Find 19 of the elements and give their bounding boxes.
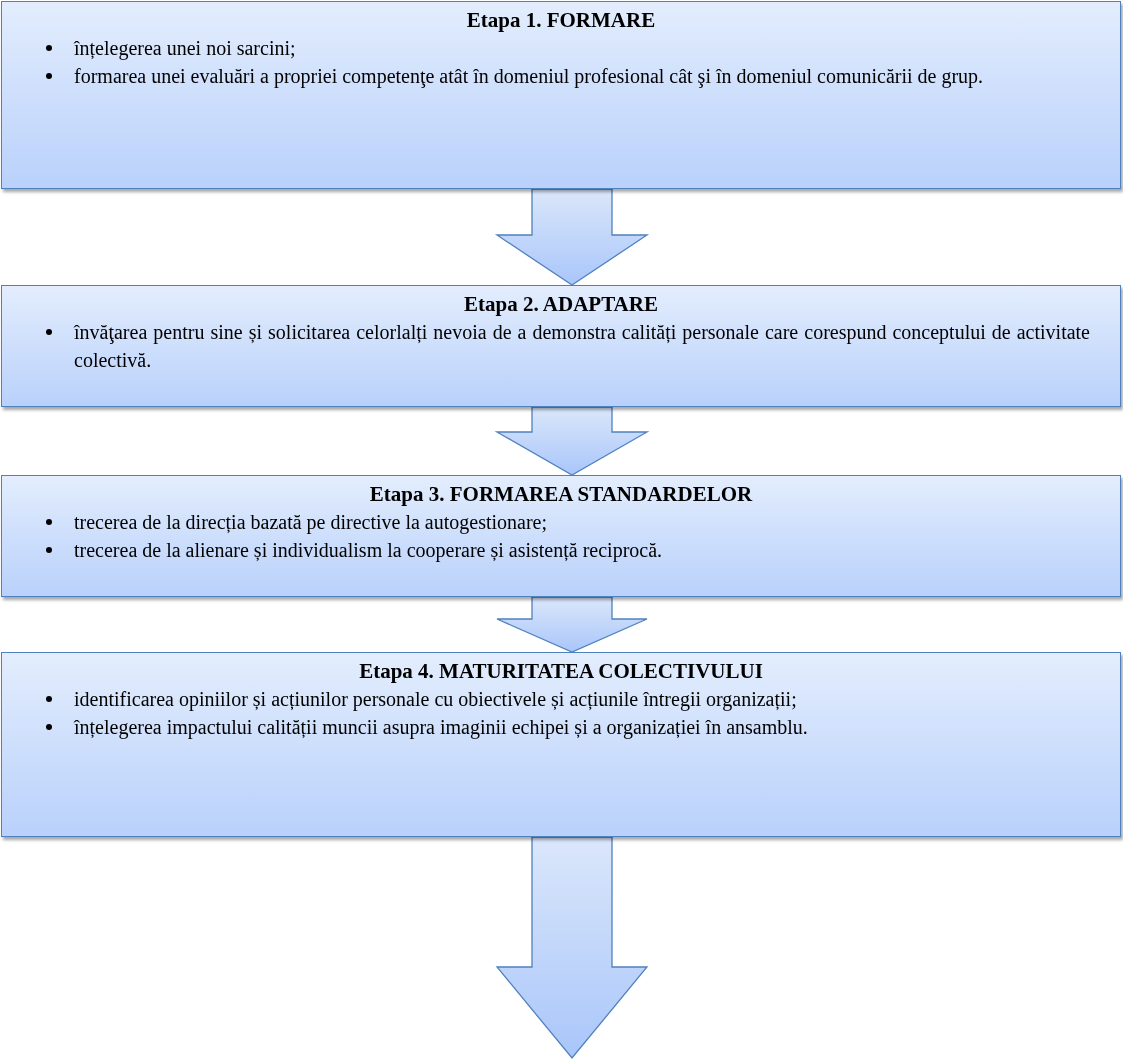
bullet-text: învăţarea pentru sine și solicitarea celorlalți nevoia de a demonstra calități personale care corespund conceptului de activitate colectivă.	[74, 320, 1090, 373]
block-arrow	[495, 836, 649, 1060]
stage-heading: Etapa 2. ADAPTARE	[463, 291, 659, 318]
block-arrow	[496, 596, 648, 653]
stage-heading: Etapa 3. FORMAREA STANDARDELOR	[368, 481, 754, 508]
stage-heading: Etapa 1. FORMARE	[465, 7, 657, 34]
bullet-text: trecerea de la alienare și individualism la cooperare și asistență reciprocă.	[74, 538, 664, 564]
bullet-text: identificarea opiniilor și acțiunilor personale cu obiectivele și acțiunile întregii organizații;	[74, 687, 798, 713]
stage-heading: Etapa 4. MATURITATEA COLECTIVULUI	[358, 658, 764, 685]
stage-box	[1, 1, 1121, 189]
bullet-text: trecerea de la direcția bazată pe directive la autogestionare;	[74, 510, 549, 536]
block-arrow	[494, 406, 650, 476]
bullet-text: înțelegerea unei noi sarcini;	[74, 36, 297, 62]
bullet-text: formarea unei evaluări a propriei competenţe atât în domeniul profesional cât şi în domeniul comunicării de grup.	[74, 64, 985, 90]
stage-box	[1, 475, 1121, 597]
stage-box	[1, 285, 1121, 407]
bullet-text: înțelegerea impactului calității muncii asupra imaginii echipei și a organizației în ansamblu.	[74, 715, 809, 741]
stage-box	[1, 652, 1121, 837]
block-arrow	[494, 188, 650, 286]
